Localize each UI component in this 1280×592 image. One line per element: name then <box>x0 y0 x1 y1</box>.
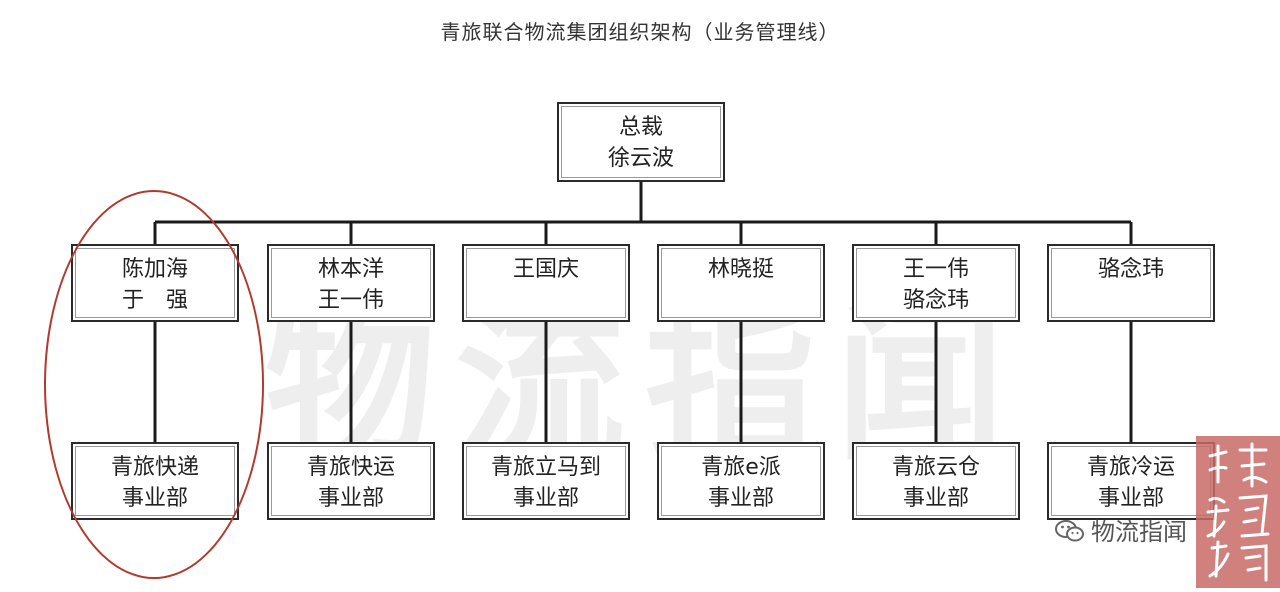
ceo-title: 总裁 <box>618 115 663 140</box>
watermark-text: 物流指闻 <box>264 286 1025 484</box>
manager-name: 林本洋 <box>317 257 384 282</box>
manager-name: 骆念玮 <box>902 288 969 313</box>
business-unit-box: 青旅e派 事业部 <box>657 442 825 520</box>
manager-box: 王一伟 骆念玮 <box>852 244 1020 322</box>
unit-name: 青旅快运 <box>306 455 395 480</box>
business-unit-box: 青旅冷运 事业部 <box>1047 442 1215 520</box>
manager-name: 林晓挺 <box>707 257 774 282</box>
manager-box: 骆念玮 <box>1047 244 1215 322</box>
manager-name: 王一伟 <box>317 288 384 313</box>
business-unit-box: 青旅快运 事业部 <box>267 442 435 520</box>
manager-name: 王国庆 <box>512 257 579 282</box>
unit-type: 事业部 <box>707 486 774 511</box>
ceo-name: 徐云波 <box>607 146 674 171</box>
unit-type: 事业部 <box>902 486 969 511</box>
highlight-circle <box>44 190 264 579</box>
unit-type: 事业部 <box>512 486 579 511</box>
wechat-badge: 物流指闻 <box>1055 512 1187 547</box>
unit-name: 青旅立马到 <box>490 455 601 480</box>
unit-name: 青旅冷运 <box>1086 455 1175 480</box>
manager-box: 王国庆 <box>462 244 630 322</box>
unit-type: 事业部 <box>1097 486 1164 511</box>
seal-stamp-icon <box>1196 436 1280 588</box>
business-unit-box: 青旅云仓 事业部 <box>852 442 1020 520</box>
manager-name: 骆念玮 <box>1097 257 1164 282</box>
manager-name: 王一伟 <box>902 257 969 282</box>
unit-name: 青旅e派 <box>701 455 781 480</box>
manager-box: 林本洋 王一伟 <box>267 244 435 322</box>
wechat-account-name: 物流指闻 <box>1091 518 1187 546</box>
unit-type: 事业部 <box>317 486 384 511</box>
manager-box: 林晓挺 <box>657 244 825 322</box>
business-unit-box: 青旅立马到 事业部 <box>462 442 630 520</box>
ceo-box: 总裁 徐云波 <box>557 102 725 182</box>
wechat-icon <box>1055 520 1084 542</box>
page-title: 青旅联合物流集团组织架构（业务管理线） <box>440 20 840 44</box>
unit-name: 青旅云仓 <box>891 455 980 480</box>
